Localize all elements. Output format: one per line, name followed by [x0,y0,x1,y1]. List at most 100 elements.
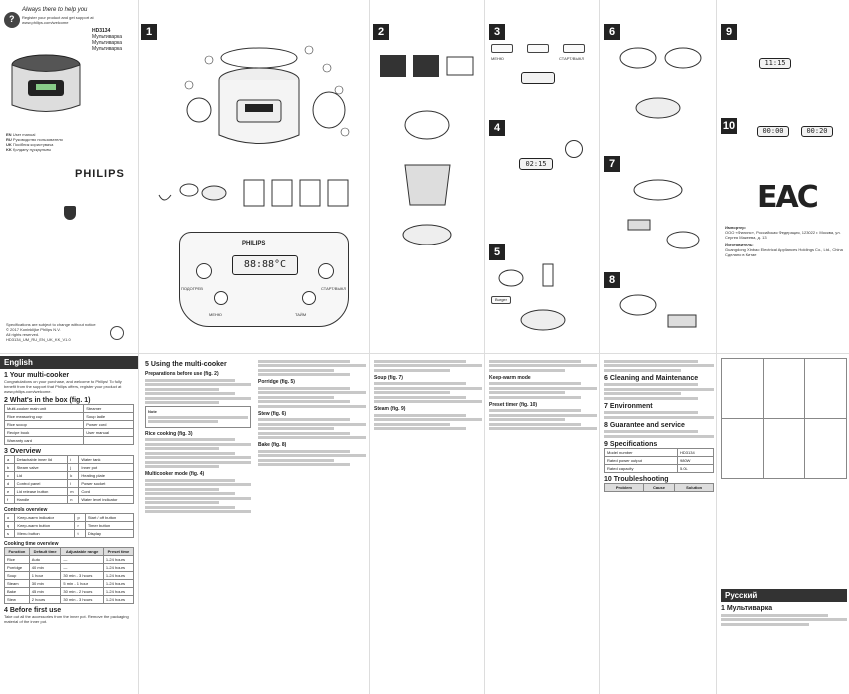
stew-illustration [619,47,702,119]
fold-line [138,0,139,694]
eac-mark: EAC [757,180,819,215]
menu-button[interactable] [214,291,228,305]
english-col-5: Keep-warm mode Preset timer (fig. 10) [487,356,599,694]
register-line: Register your product and get support at [22,15,94,20]
title-ru: Мультиварка [92,34,123,40]
fold-line [716,0,717,694]
control-panel-diagram: PHILIPS 88:88°C [179,232,349,327]
menu-icon-button[interactable] [491,44,513,53]
reheat-button[interactable] [196,263,212,279]
language-bar: Русский [721,589,847,602]
subsection-title: Rice cooking (fig. 3) [145,430,193,437]
fold-line [599,0,600,694]
step-number: 9 [721,24,737,40]
burger-button[interactable]: Burger [491,296,511,304]
bake-illustration [619,294,697,328]
soup-illustration [627,179,700,249]
section-title: 1 Мультиварка [721,605,773,612]
section-title: 5 Using the multi-cooker [145,361,227,368]
lang-item[interactable]: UK Посібник користувача [6,142,54,147]
step-number: 4 [489,120,505,136]
step-number: 6 [604,24,620,40]
english-col-6: 6 Cleaning and Maintenance 7 Environment… [602,356,716,694]
english-col-4: Soup (fig. 7) Steam (fig. 9) [372,356,484,694]
title-kk: Мультиварка [92,46,123,52]
step-number: 1 [141,24,157,40]
exploded-cooker-illustration [184,45,350,144]
panel-brand: PHILIPS [242,241,266,247]
question-badge-icon [4,12,20,28]
figure-6-8-panel: 6 7 8 [600,0,716,694]
url: www.philips.com/welcome [22,20,69,25]
timer-button[interactable] [302,291,316,305]
subsection-title: Stew (fig. 6) [258,410,287,417]
subsection-title: Preset timer (fig. 10) [489,401,538,408]
preparation-illustration [380,55,474,245]
subsection-title: Bake (fig. 8) [258,442,287,448]
step-number: 8 [604,272,620,288]
display-readout: 88:88°C [232,255,298,275]
display-timer: 02:15 [519,158,553,170]
step-number: 2 [373,24,389,40]
fold-line [484,0,485,694]
cover-footer: Specifications are subject to change wit… [6,322,96,342]
section-title: 2 What's in the box (fig. 1) [4,397,91,404]
troubleshooting-continued [721,358,847,479]
importer-block: Импортер: ООО «Филипс», Российская Федер… [725,225,843,257]
model-number: HD3134 [92,28,111,34]
accessories-row [154,175,364,210]
section-title: 4 Before first use [4,607,62,614]
subsection-title: Keep-warm mode [489,374,531,381]
shield-icon [64,206,76,220]
subsection-title: Steam (fig. 9) [374,406,406,412]
figure-1-panel: 1 [139,0,369,694]
fold-line [0,353,849,354]
title-uk: Мультиварка [92,40,123,46]
english-col-3: Porridge (fig. 5) Stew (fig. 6) Bake (fi… [256,356,368,694]
section-title: 3 Overview [4,448,41,455]
subsection-title: Cooking time overview [4,541,59,547]
display-time: 00:00 [757,126,789,137]
step-number: 10 [721,118,737,134]
lang-item[interactable]: RU Руководство пользователя [6,137,63,142]
menu-icon-button[interactable] [527,44,549,53]
display-time: 11:15 [759,58,791,69]
section-title: 8 Guarantee and service [604,421,685,429]
section-title: 9 Specifications [604,440,658,448]
section-title: 7 Environment [604,402,653,410]
lang-item[interactable]: KK Қолдану нұсқаулығы [6,147,52,152]
accessories-illustration [158,179,349,207]
section-title: 6 Cleaning and Maintenance [604,374,699,382]
language-bar: English [0,356,138,369]
subsection-title: Multicooker mode (fig. 4) [145,471,205,477]
section-title: 1 Your multi-cooker [4,372,70,379]
russian-col: Русский 1 Мультиварка [719,356,849,694]
english-col-2: 5 Using the multi-cooker Preparations be… [143,356,253,694]
step-number: 7 [604,156,620,172]
clock-icon [565,140,583,158]
brand-logo: PHILIPS [75,168,125,180]
cover-panel: Always there to help you Register your p… [0,0,138,694]
display-time: 00:20 [801,126,833,137]
menu-label: МЕНЮ [209,312,222,317]
figure-3-4-panel: 3 МЕНЮ СТАРТ/ВЫКЛ 4 02:15 5 Burger [485,0,599,694]
recycle-icon [110,326,124,340]
step-number: 3 [489,24,505,40]
figure-9-10-panel: 9 11:15 10 00:00 00:20 EAC Импортер: ООО… [717,0,849,694]
subsection-title: Controls overview [4,507,48,513]
english-col-1: English 1 Your multi-cooker Congratulati… [0,356,138,694]
start-button[interactable] [318,263,334,279]
figure-2-panel: 2 [370,0,484,694]
subsection-title: Preparations before use (fig. 2) [145,371,219,377]
subsection-title: Porridge (fig. 5) [258,379,295,385]
fold-line [369,0,370,694]
lang-item[interactable]: EN User manual [6,132,36,137]
menu-icon-button[interactable] [563,44,585,53]
step-number: 5 [489,244,505,260]
